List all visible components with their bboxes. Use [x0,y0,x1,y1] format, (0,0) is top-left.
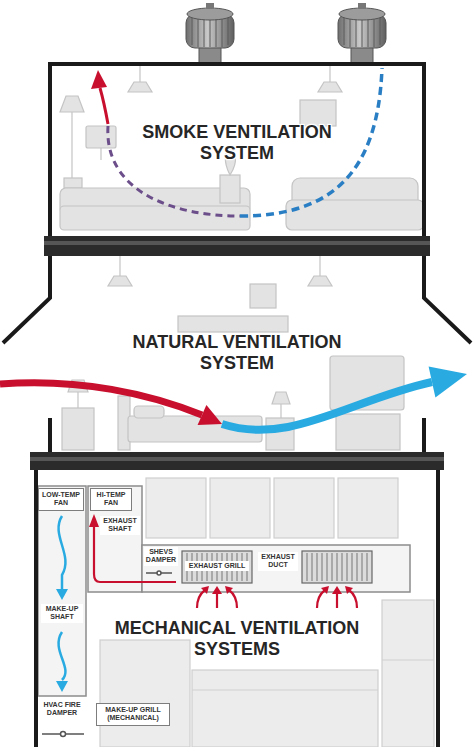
building-outline [3,64,471,747]
system-title: MECHANICAL VENTILATION SYSTEMS [82,616,392,661]
part-label: EXHAUST GRILL [185,561,249,571]
component-name: HI-TEMP FAN [93,491,129,508]
exhaust-grill [302,551,372,583]
part-label: EXHAUST SHAFT [100,516,140,535]
living-room-furniture [60,64,424,230]
part-label: EXHAUST DUCT [258,552,298,571]
component-name: LOW-TEMP FAN [41,491,81,508]
roof-turbine-vent [186,3,234,64]
floor-band: NATURAL VENTILATION SYSTEM [50,256,424,452]
exhaust-arrowhead [89,514,353,594]
floor-slab [30,236,444,470]
exhaust-flow-arrows [94,526,357,608]
part-label: HVAC FIRE DAMPER [39,700,85,719]
component-box: LOW-TEMP FAN [38,488,84,511]
natural-flow-arrows [0,366,467,429]
part-label: MAKE-UP SHAFT [41,604,83,623]
smoke-flow-arrows [91,68,382,216]
system-title: NATURAL VENTILATION SYSTEM [97,330,377,375]
kitchen-furniture [100,478,434,747]
floor-band: SMOKE VENTILATION SYSTEM [50,64,424,236]
component-box: MAKE-UP GRILL (MECHANICAL) [96,703,170,726]
component-name: MAKE-UP GRILL (MECHANICAL) [99,706,167,723]
exhaust-grill [182,551,252,583]
floor-band: LOW-TEMP FAN HI-TEMP FAN MAKE-UP GRILL (ME… [36,470,438,747]
roof-turbine-vent [338,3,386,64]
part-label: SHEVS DAMPER [144,547,178,566]
bedroom-furniture [62,256,404,450]
component-box: HI-TEMP FAN [90,488,132,511]
duct-system [38,486,410,696]
system-title: SMOKE VENTILATION SYSTEM [117,120,357,165]
